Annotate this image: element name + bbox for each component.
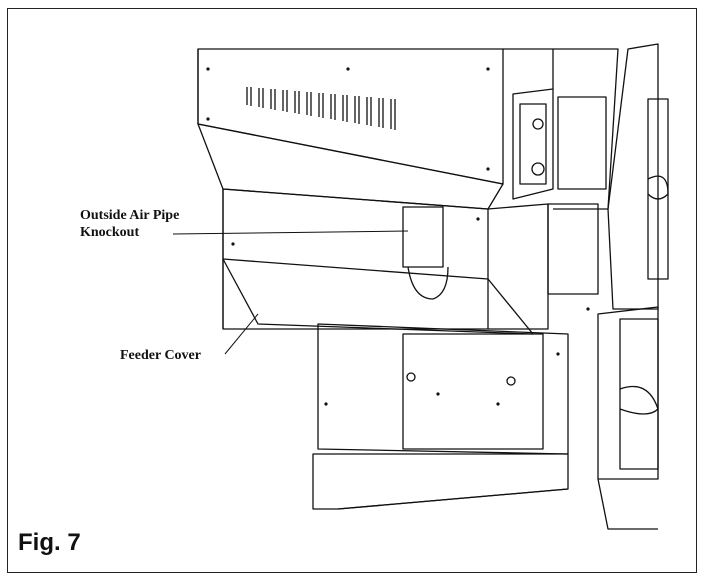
outside-air-pipe-label: Outside Air Pipe Knockout [80, 207, 179, 241]
leader-feeder-cover [224, 313, 259, 355]
knockout-oval [407, 266, 449, 300]
leader-outside-air [172, 230, 409, 235]
hopper-slope [197, 123, 504, 210]
figure-frame: Outside Air Pipe Knockout Feeder Cover F… [7, 8, 697, 573]
lower-door [597, 306, 659, 480]
control-panel [512, 88, 554, 200]
feeder-cover-label: Feeder Cover [120, 348, 201, 363]
outside-air-line2: Knockout [80, 225, 140, 240]
feeder-cover [222, 258, 534, 335]
screw-dots [206, 67, 590, 406]
middle-box [222, 188, 489, 330]
lower-body [317, 323, 569, 455]
upper-cabinet [197, 48, 504, 185]
right-mid-panel [487, 203, 549, 330]
figure-caption: Fig. 7 [18, 529, 81, 556]
side-panel-upper [557, 96, 607, 190]
stove-drawing [172, 43, 669, 530]
base-rail [312, 453, 569, 510]
ash-door [402, 333, 544, 450]
outside-air-line1: Outside Air Pipe [80, 208, 180, 223]
vent-slots [246, 87, 396, 130]
knockout-panel [402, 206, 444, 268]
